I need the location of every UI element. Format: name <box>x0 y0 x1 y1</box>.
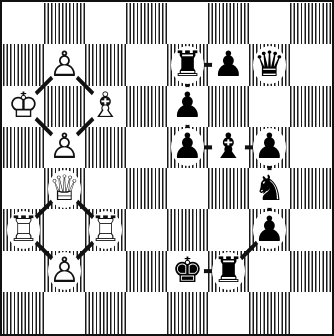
piece-glyph: ♕ <box>48 170 81 208</box>
piece-glyph: ♛ <box>253 46 286 84</box>
black-pawn-f7-icon[interactable]: ♟ <box>208 44 249 85</box>
black-rook-e7-icon[interactable]: ♜ <box>167 44 208 85</box>
piece-glyph: ♗ <box>89 87 122 125</box>
black-bishop-f5-icon[interactable]: ♝ <box>208 127 249 168</box>
black-pawn-e6-icon[interactable]: ♟ <box>167 86 208 127</box>
piece-glyph: ♞ <box>253 170 286 208</box>
piece-glyph: ♖ <box>89 211 122 249</box>
white-queen-b4-icon[interactable]: ♕ <box>44 168 85 209</box>
piece-glyph: ♟ <box>253 128 286 166</box>
black-knight-g4-icon[interactable]: ♞ <box>249 168 290 209</box>
piece-glyph: ♔ <box>7 87 40 125</box>
piece-glyph: ♟ <box>171 87 204 125</box>
piece-glyph: ♙ <box>48 128 81 166</box>
piece-glyph: ♝ <box>212 128 245 166</box>
white-pawn-b2-icon[interactable]: ♙ <box>44 251 85 292</box>
black-pawn-e5-icon[interactable]: ♟ <box>167 127 208 168</box>
white-pawn-b5-icon[interactable]: ♙ <box>44 127 85 168</box>
white-pawn-b7-icon[interactable]: ♙ <box>44 44 85 85</box>
black-pawn-g5-icon[interactable]: ♟ <box>249 127 290 168</box>
pieces-layer: ♙♔♗♙♕♖♖♙♜♟♛♟♟♝♟♞♟♚♜ <box>3 3 331 333</box>
white-rook-a3-icon[interactable]: ♖ <box>3 209 44 250</box>
white-king-a6-icon[interactable]: ♔ <box>3 86 44 127</box>
piece-glyph: ♜ <box>212 252 245 290</box>
piece-glyph: ♟ <box>171 128 204 166</box>
piece-glyph: ♚ <box>171 252 204 290</box>
white-bishop-c6-icon[interactable]: ♗ <box>85 86 126 127</box>
piece-glyph: ♖ <box>7 211 40 249</box>
white-rook-c3-icon[interactable]: ♖ <box>85 209 126 250</box>
piece-glyph: ♟ <box>212 46 245 84</box>
black-king-e2-icon[interactable]: ♚ <box>167 251 208 292</box>
piece-glyph: ♙ <box>48 252 81 290</box>
piece-glyph: ♜ <box>171 46 204 84</box>
piece-glyph: ♟ <box>253 211 286 249</box>
black-rook-f2-icon[interactable]: ♜ <box>208 251 249 292</box>
black-pawn-g3-icon[interactable]: ♟ <box>249 209 290 250</box>
black-queen-g7-icon[interactable]: ♛ <box>249 44 290 85</box>
piece-glyph: ♙ <box>48 46 81 84</box>
